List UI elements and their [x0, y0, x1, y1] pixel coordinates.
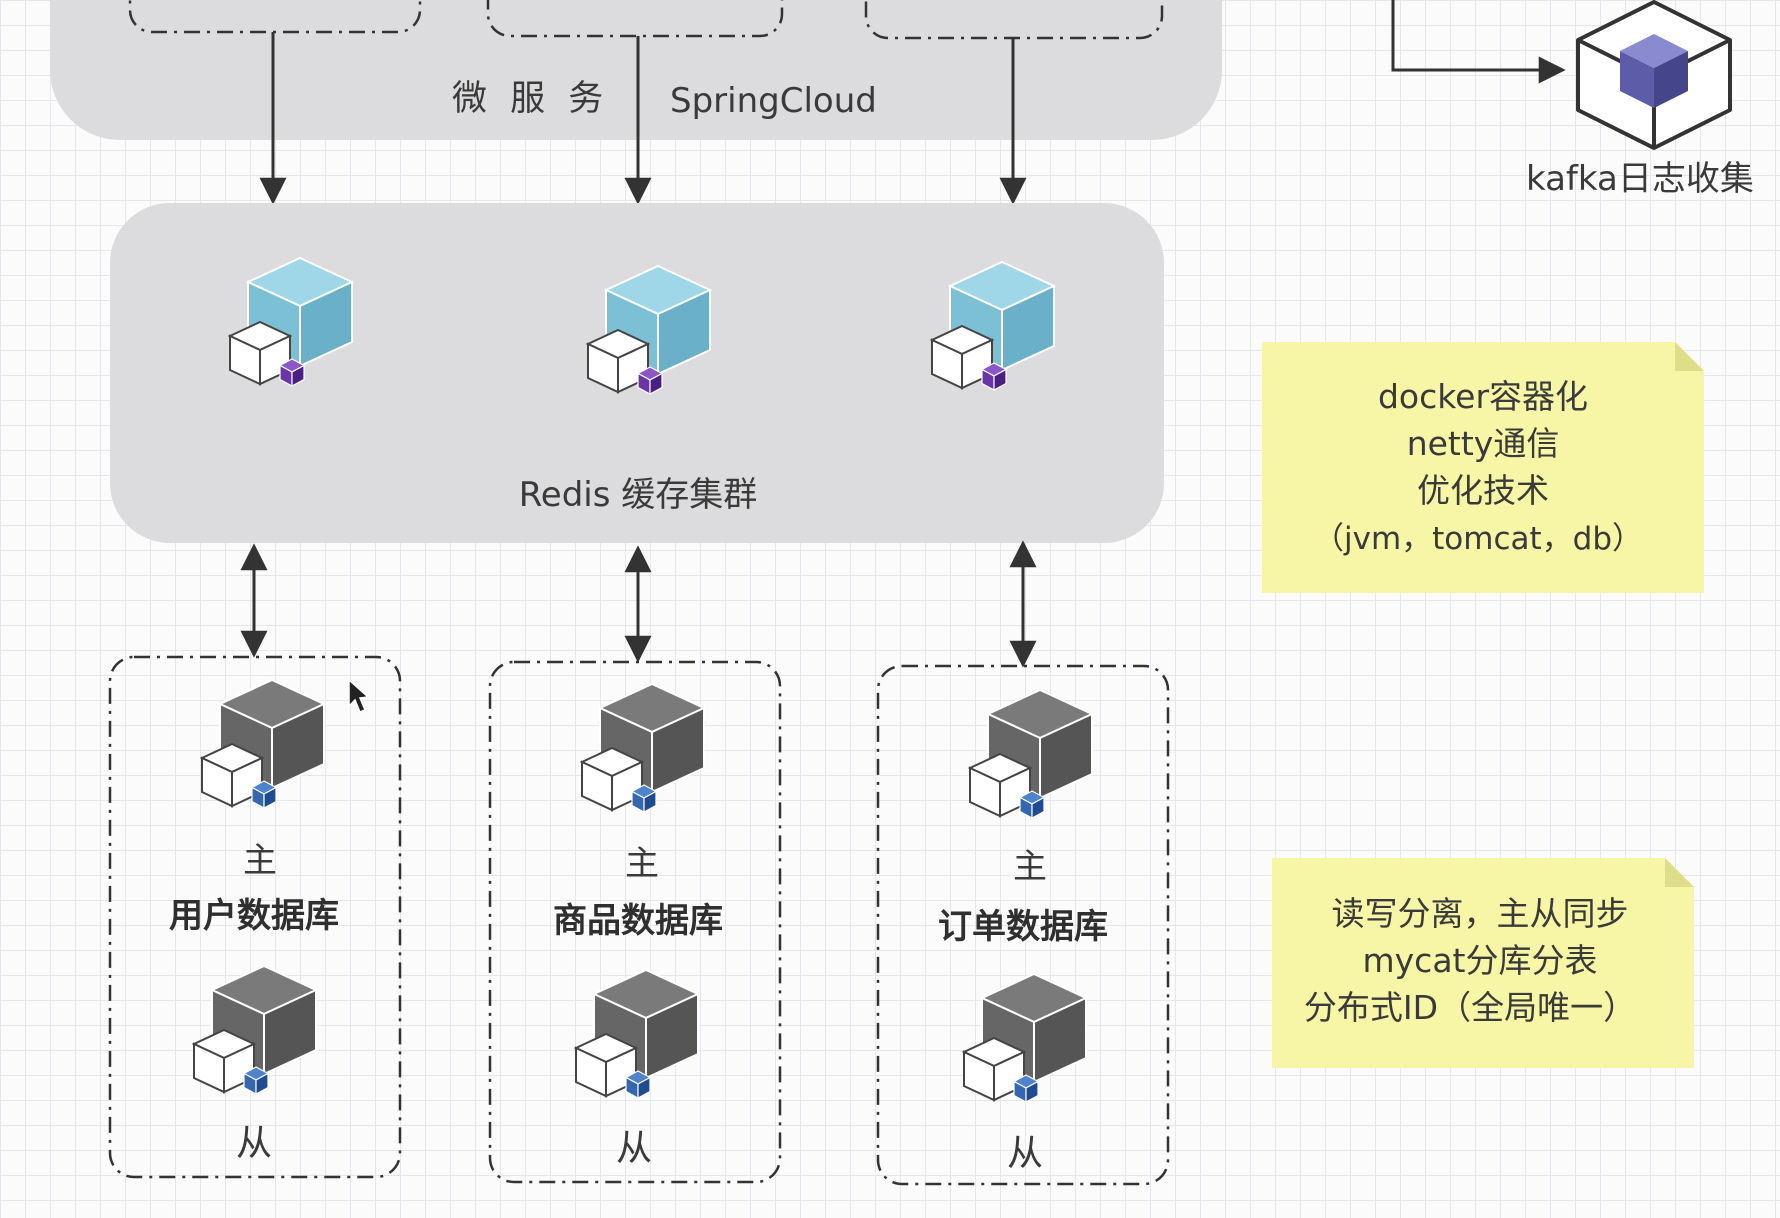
microservice-cluster	[50, 0, 1222, 140]
service-box-1	[128, 0, 422, 34]
note-db: 读写分离，主从同步 mycat分库分表 分布式ID（全局唯一）	[1272, 858, 1694, 1068]
service-box-2	[486, 0, 784, 38]
note-tech-line-2: netty通信	[1407, 424, 1560, 463]
db-name-user: 用户数据库	[169, 896, 339, 936]
db-name-order: 订单数据库	[938, 907, 1108, 947]
db-slave-order	[964, 974, 1086, 1102]
db-slave-product	[576, 970, 698, 1098]
note-tech-line-4: （jvm，tomcat，db）	[1313, 521, 1643, 557]
note-db-line-3: 分布式ID（全局唯一）	[1304, 988, 1636, 1027]
db-master-product	[582, 684, 704, 812]
db-slave-user	[194, 966, 316, 1094]
master-label-order: 主	[1013, 847, 1047, 887]
master-label-product: 主	[625, 844, 659, 884]
redis-label: Redis 缓存集群	[519, 475, 758, 515]
slave-label-user: 从	[236, 1123, 272, 1164]
db-master-order	[970, 690, 1092, 818]
note-tech-line-1: docker容器化	[1378, 377, 1588, 416]
kafka-label: kafka日志收集	[1526, 159, 1754, 199]
slave-label-product: 从	[616, 1128, 652, 1169]
note-db-line-1: 读写分离，主从同步	[1332, 894, 1629, 933]
microservice-label: 微 服 务	[452, 79, 609, 119]
mouse-cursor-icon	[348, 678, 370, 713]
db-name-product: 商品数据库	[553, 901, 723, 941]
db-group-order	[876, 664, 1170, 1186]
springcloud-label: SpringCloud	[670, 81, 877, 121]
note-tech-line-3: 优化技术	[1417, 471, 1549, 510]
arrow-to-kafka	[1391, 0, 1566, 84]
db-master-user	[202, 680, 324, 808]
note-tech: docker容器化 netty通信 优化技术 （jvm，tomcat，db）	[1262, 342, 1704, 593]
master-label-user: 主	[243, 841, 277, 881]
slave-label-order: 从	[1007, 1133, 1043, 1174]
kafka-icon	[1576, 0, 1732, 150]
note-db-line-2: mycat分库分表	[1363, 941, 1598, 980]
